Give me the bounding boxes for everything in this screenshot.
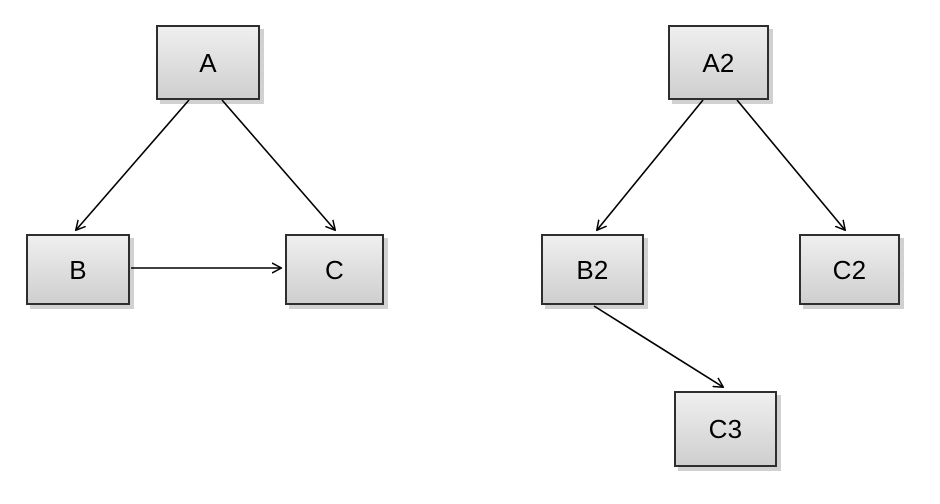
edge-a2-to-c2[interactable] <box>736 99 845 230</box>
node-c2[interactable]: C2 <box>799 234 900 305</box>
node-label-b2: B2 <box>576 254 609 285</box>
node-label-c: C <box>325 254 344 285</box>
node-c3[interactable]: C3 <box>674 391 777 467</box>
edges-group <box>76 99 845 387</box>
edge-a2-to-b2[interactable] <box>597 99 704 230</box>
node-a2[interactable]: A2 <box>668 25 769 100</box>
node-label-c2: C2 <box>832 254 867 285</box>
node-a[interactable]: A <box>156 25 260 100</box>
node-label-b: B <box>69 254 87 285</box>
node-label-a2: A2 <box>702 47 735 78</box>
node-label-a: A <box>199 47 217 78</box>
node-b[interactable]: B <box>26 234 130 305</box>
edge-a-to-b[interactable] <box>76 99 190 230</box>
edge-a-to-c[interactable] <box>221 99 335 230</box>
node-c[interactable]: C <box>285 234 384 305</box>
edge-b2-to-c3[interactable] <box>593 305 723 387</box>
node-label-c3: C3 <box>708 414 743 444</box>
node-b2[interactable]: B2 <box>541 234 644 305</box>
